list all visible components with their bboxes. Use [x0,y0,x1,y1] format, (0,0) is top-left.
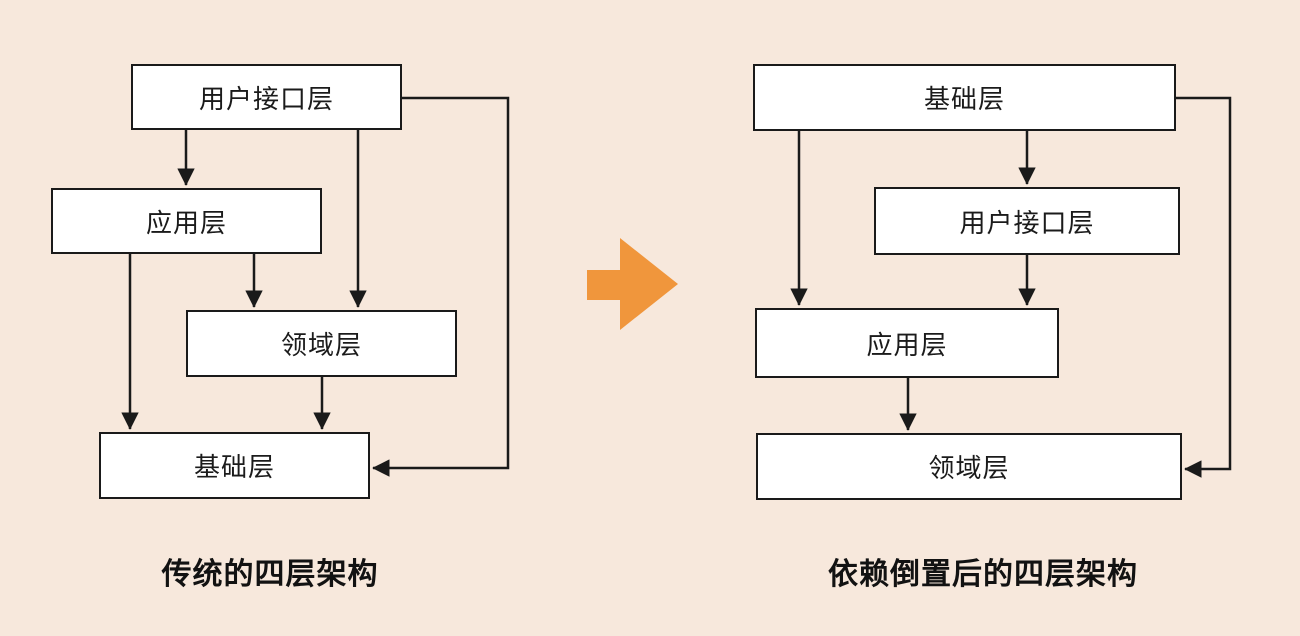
transform-right-arrow-icon [587,238,678,330]
layer-box-left-infrastructure: 基础层 [99,432,370,499]
layer-box-left-domain: 领域层 [186,310,457,377]
right-diagram-caption: 依赖倒置后的四层架构 [828,558,1138,591]
layer-box-left-application: 应用层 [51,188,322,254]
layer-box-right-application: 应用层 [755,308,1059,378]
left-diagram-caption: 传统的四层架构 [161,558,379,591]
layer-box-right-ui: 用户接口层 [874,187,1180,255]
layer-box-left-ui: 用户接口层 [131,64,402,130]
layer-box-right-infrastructure: 基础层 [753,64,1176,131]
edge-left-ui-to-infrastructure [372,96,510,477]
edge-right-infrastructure-to-domain [1176,96,1232,478]
layer-box-right-domain: 领域层 [756,433,1182,500]
